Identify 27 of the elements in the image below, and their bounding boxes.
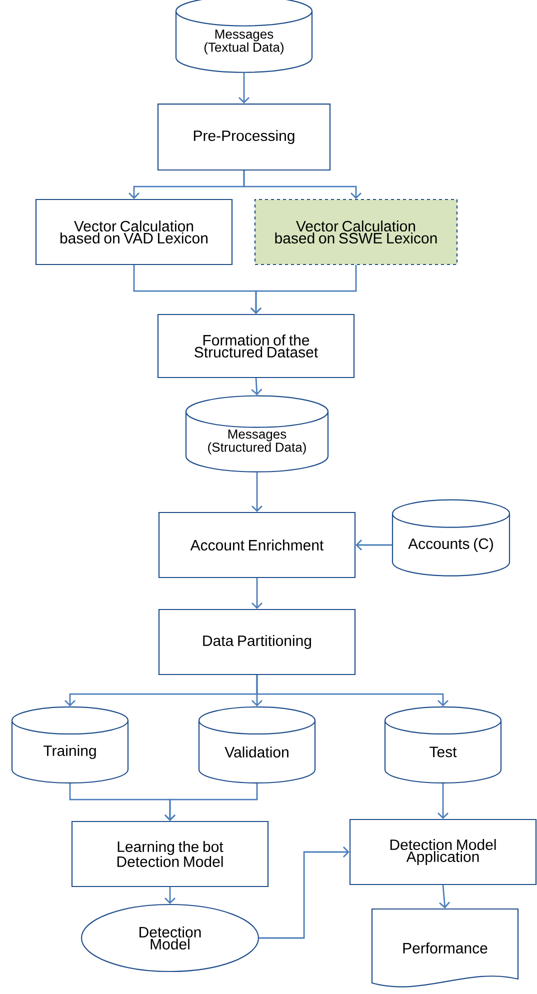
process-box: Vector Calculation based on VAD Lexicon (35, 198, 233, 266)
database-cylinder: Validation (198, 706, 316, 784)
process-box: Learning the bot Detection Model (71, 820, 269, 888)
arrow (252, 578, 262, 609)
arrow (259, 846, 350, 939)
process-box: Vector Calculation based on SSWE Lexicon (254, 198, 458, 266)
arrow (250, 265, 357, 314)
arrow (438, 784, 448, 819)
arrow (356, 540, 392, 550)
database-cylinder: Messages (Structured Data) (185, 395, 329, 472)
arrow (238, 72, 250, 104)
arrow (256, 675, 448, 706)
arrow (251, 378, 262, 396)
database-cylinder: Test (384, 706, 502, 784)
database-cylinder: Messages (Textual Data) (175, 0, 313, 73)
arrow (243, 170, 362, 199)
process-box: Detection Model Application (349, 818, 537, 886)
arrow (439, 885, 450, 908)
arrow (164, 784, 258, 821)
arrow (164, 887, 176, 904)
database-cylinder: Training (11, 706, 129, 784)
process-box: Data Partitioning (158, 608, 356, 676)
database-cylinder: Accounts (C) (392, 499, 510, 576)
process-box: Account Enrichment (158, 512, 356, 578)
process-box: Formation of the Structured Dataset (157, 314, 355, 378)
arrow (252, 472, 262, 512)
process-box: Pre-Processing (157, 103, 331, 171)
